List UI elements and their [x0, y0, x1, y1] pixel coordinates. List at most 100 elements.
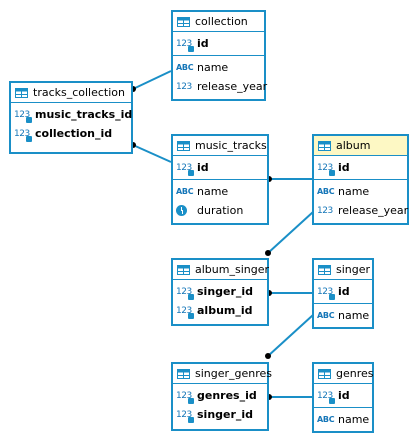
column-label: collection_id: [35, 127, 113, 140]
table-icon: [15, 87, 28, 98]
numeric-key-icon: 123: [176, 39, 194, 52]
table-icon: [318, 264, 331, 275]
connector-tracks-collection-to-collection: [132, 70, 172, 90]
table-name: music_tracks: [195, 139, 267, 152]
column-label: duration: [197, 204, 244, 217]
column-label: music_tracks_id: [35, 108, 133, 121]
table-name: collection: [195, 15, 248, 28]
column-label: name: [338, 413, 370, 426]
column-label: name: [197, 185, 229, 198]
text-icon: ABC: [176, 187, 194, 196]
numeric-key-icon: 123: [176, 163, 194, 176]
table-icon: [318, 140, 331, 151]
column-label: genres_id: [197, 389, 257, 402]
column-label: id: [338, 161, 350, 174]
connector-album-singer-to-album: [267, 211, 314, 254]
connector-tracks-collection-to-music-tracks: [132, 144, 172, 163]
text-icon: ABC: [317, 187, 335, 196]
text-icon: ABC: [176, 63, 194, 72]
table-name: singer: [336, 263, 371, 276]
column-label: album_id: [197, 304, 253, 317]
numeric-key-icon: 123: [176, 410, 194, 423]
table-name: album: [336, 139, 371, 152]
table-icon: [177, 264, 190, 275]
numeric-key-icon: 123: [176, 306, 194, 319]
table-icon: [177, 368, 190, 379]
table-header[interactable]: singer_genres: [173, 364, 272, 384]
column-label: id: [338, 285, 350, 298]
column-label: name: [338, 185, 370, 198]
connector-singer-genres-to-singer: [267, 314, 314, 357]
table-header[interactable]: genres: [314, 364, 374, 384]
table-name: tracks_collection: [33, 86, 126, 99]
numeric-key-icon: 123: [14, 110, 32, 123]
column-label: release_year: [338, 204, 409, 217]
table-header[interactable]: album: [314, 136, 407, 156]
numeric-key-icon: 123: [317, 391, 335, 404]
numeric-key-icon: 123: [317, 287, 335, 300]
column-label: id: [338, 389, 350, 402]
table-name: singer_genres: [195, 367, 273, 380]
column-duration[interactable]: duration: [173, 201, 267, 220]
numeric-key-icon: 123: [14, 129, 32, 142]
table-icon: [177, 140, 190, 151]
column-label: release_year: [197, 80, 268, 93]
numeric-key-icon: 123: [176, 391, 194, 404]
table-header[interactable]: album_singer: [173, 260, 269, 280]
column-release-year[interactable]: 123 release_year: [173, 77, 268, 96]
table-header[interactable]: tracks_collection: [11, 83, 131, 103]
table-name: genres: [336, 367, 374, 380]
table-header[interactable]: singer: [314, 260, 372, 280]
clock-icon: [176, 205, 187, 216]
column-label: singer_id: [197, 408, 254, 421]
table-name: album_singer: [195, 263, 269, 276]
column-label: id: [197, 161, 209, 174]
connector-endpoint: [265, 353, 271, 359]
column-label: singer_id: [197, 285, 254, 298]
table-header[interactable]: collection: [173, 12, 264, 32]
table-header[interactable]: music_tracks: [173, 136, 267, 156]
column-label: id: [197, 37, 209, 50]
column-label: name: [197, 61, 229, 74]
table-icon: [177, 16, 190, 27]
text-icon: ABC: [317, 311, 335, 320]
numeric-icon: 123: [176, 81, 192, 92]
text-icon: ABC: [317, 415, 335, 424]
column-label: name: [338, 309, 370, 322]
